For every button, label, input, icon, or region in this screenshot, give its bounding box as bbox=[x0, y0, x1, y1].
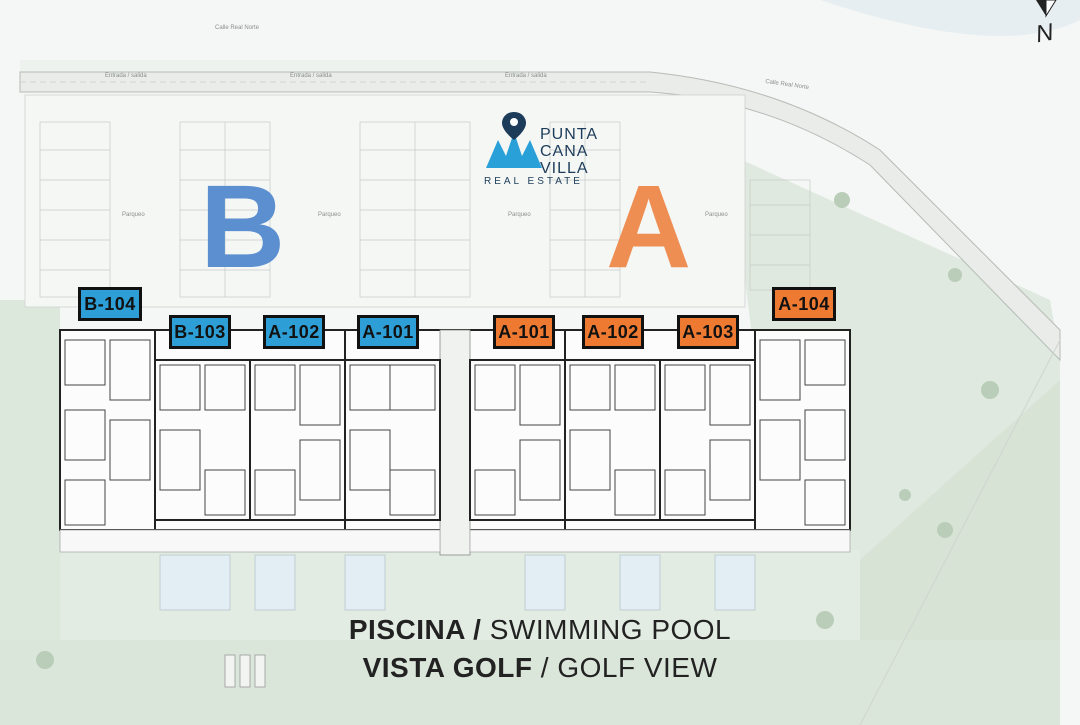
unit-tag-right-a-102[interactable]: A-102 bbox=[582, 315, 644, 349]
street-label-entrada-2: Entrada / salida bbox=[290, 73, 332, 79]
caption-golf-view: VISTA GOLF / GOLF VIEW bbox=[300, 652, 780, 684]
brand-line-1: PUNTA bbox=[540, 126, 599, 143]
caption-golf-thin: / GOLF VIEW bbox=[532, 652, 718, 683]
street-label-calle-real-norte: Calle Real Norte bbox=[215, 25, 260, 31]
caption-pool-bold: PISCINA / bbox=[348, 614, 482, 645]
block-letter-b: B bbox=[200, 161, 286, 293]
unit-tag-right-a-103[interactable]: A-103 bbox=[677, 315, 739, 349]
parking-label-4: Parqueo bbox=[705, 212, 728, 218]
brand-line-2: CANA bbox=[540, 143, 589, 160]
street-label-entrada-3: Entrada / salida bbox=[505, 73, 547, 79]
unit-tag-right-a-101[interactable]: A-101 bbox=[493, 315, 555, 349]
unit-tag-b-104[interactable]: B-104 bbox=[78, 287, 142, 321]
caption-swimming-pool: PISCINA / SWIMMING POOL bbox=[300, 614, 780, 646]
parking-label: Parqueo bbox=[122, 212, 145, 218]
brand-logo-icon bbox=[486, 112, 542, 168]
north-arrow-icon bbox=[1036, 0, 1057, 18]
parking-label-3: Parqueo bbox=[508, 212, 531, 218]
brand-logo: PUNTA CANA VILLA REAL ESTATE bbox=[484, 110, 599, 190]
brand-line-3: VILLA bbox=[540, 160, 589, 177]
caption-golf-bold: VISTA GOLF bbox=[362, 652, 533, 683]
unit-tag-b-103[interactable]: B-103 bbox=[169, 315, 231, 349]
parking-label-2: Parqueo bbox=[318, 212, 341, 218]
north-arrow: N bbox=[1022, 0, 1072, 50]
caption-pool-thin: SWIMMING POOL bbox=[481, 614, 732, 645]
unit-tag-left-a-101[interactable]: A-101 bbox=[357, 315, 419, 349]
street-label-entrada: Entrada / salida bbox=[105, 73, 147, 79]
unit-tag-right-a-104[interactable]: A-104 bbox=[772, 287, 836, 321]
brand-tagline: REAL ESTATE bbox=[484, 176, 583, 187]
block-letter-a: A bbox=[606, 161, 692, 293]
unit-tag-left-a-102[interactable]: A-102 bbox=[263, 315, 325, 349]
